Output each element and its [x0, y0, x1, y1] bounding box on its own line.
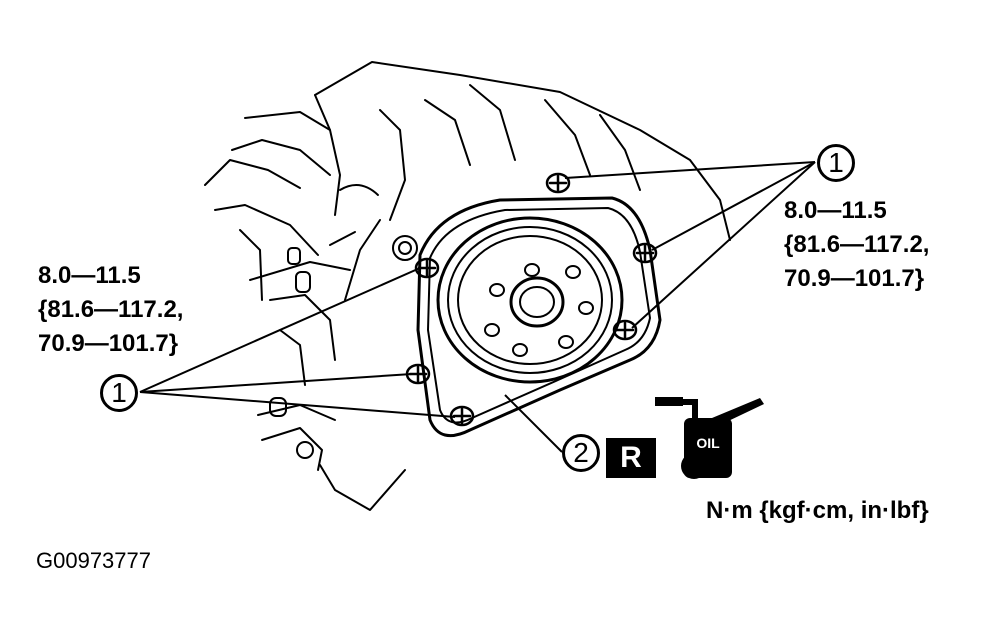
torque-left-value: 8.0—11.5 — [38, 262, 141, 289]
torque-right-inlbf: 70.9—101.7} — [784, 265, 925, 292]
torque-right-kgfcm: {81.6—117.2, — [784, 231, 930, 258]
callout-oil-seal: 2 — [562, 434, 600, 472]
callout-bolt-right: 1 — [817, 144, 855, 182]
torque-unit-note: N·m {kgf·cm, in·lbf} — [706, 497, 929, 524]
torque-left-inlbf: 70.9—101.7} — [38, 330, 179, 357]
callout-bolt-left: 1 — [100, 374, 138, 412]
figure-id: G00973777 — [36, 548, 151, 573]
torque-right-value: 8.0—11.5 — [784, 197, 887, 224]
oil-can-label: OIL — [696, 435, 720, 451]
torque-left-kgfcm: {81.6—117.2, — [38, 296, 184, 323]
oil-can-icon: OIL — [655, 397, 764, 479]
replace-symbol: R — [606, 438, 656, 478]
